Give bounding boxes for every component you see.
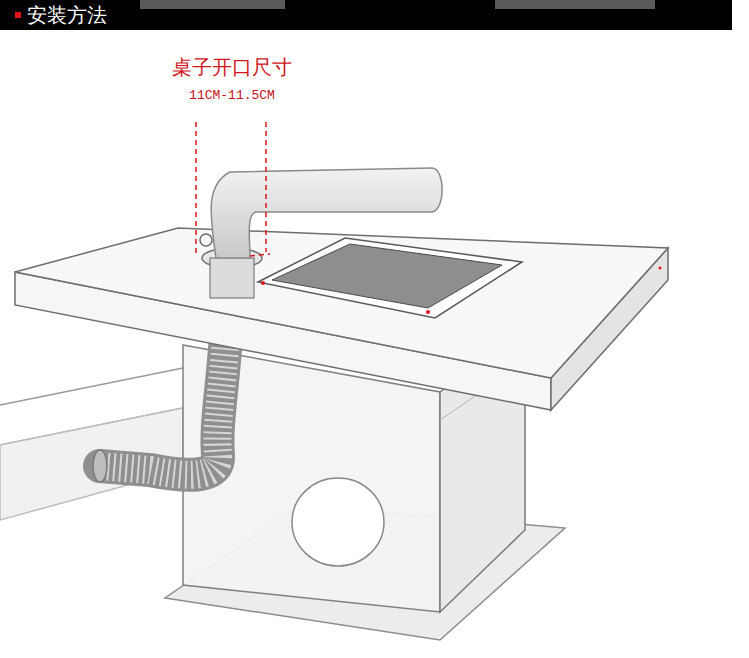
dimension-value: 11CM-11.5CM [189, 88, 275, 104]
section-title: 安装方法 [27, 3, 107, 27]
grill-plate [258, 238, 522, 318]
bullet-square [15, 12, 21, 18]
header-fade [140, 0, 285, 9]
header-fade [495, 0, 655, 9]
dimension-label: 桌子开口尺寸 [172, 55, 292, 79]
header-bar [0, 0, 732, 30]
dimension-lines [196, 122, 270, 256]
smoke-hood [200, 168, 442, 298]
wall-lines [0, 368, 183, 520]
table-top [15, 228, 668, 410]
